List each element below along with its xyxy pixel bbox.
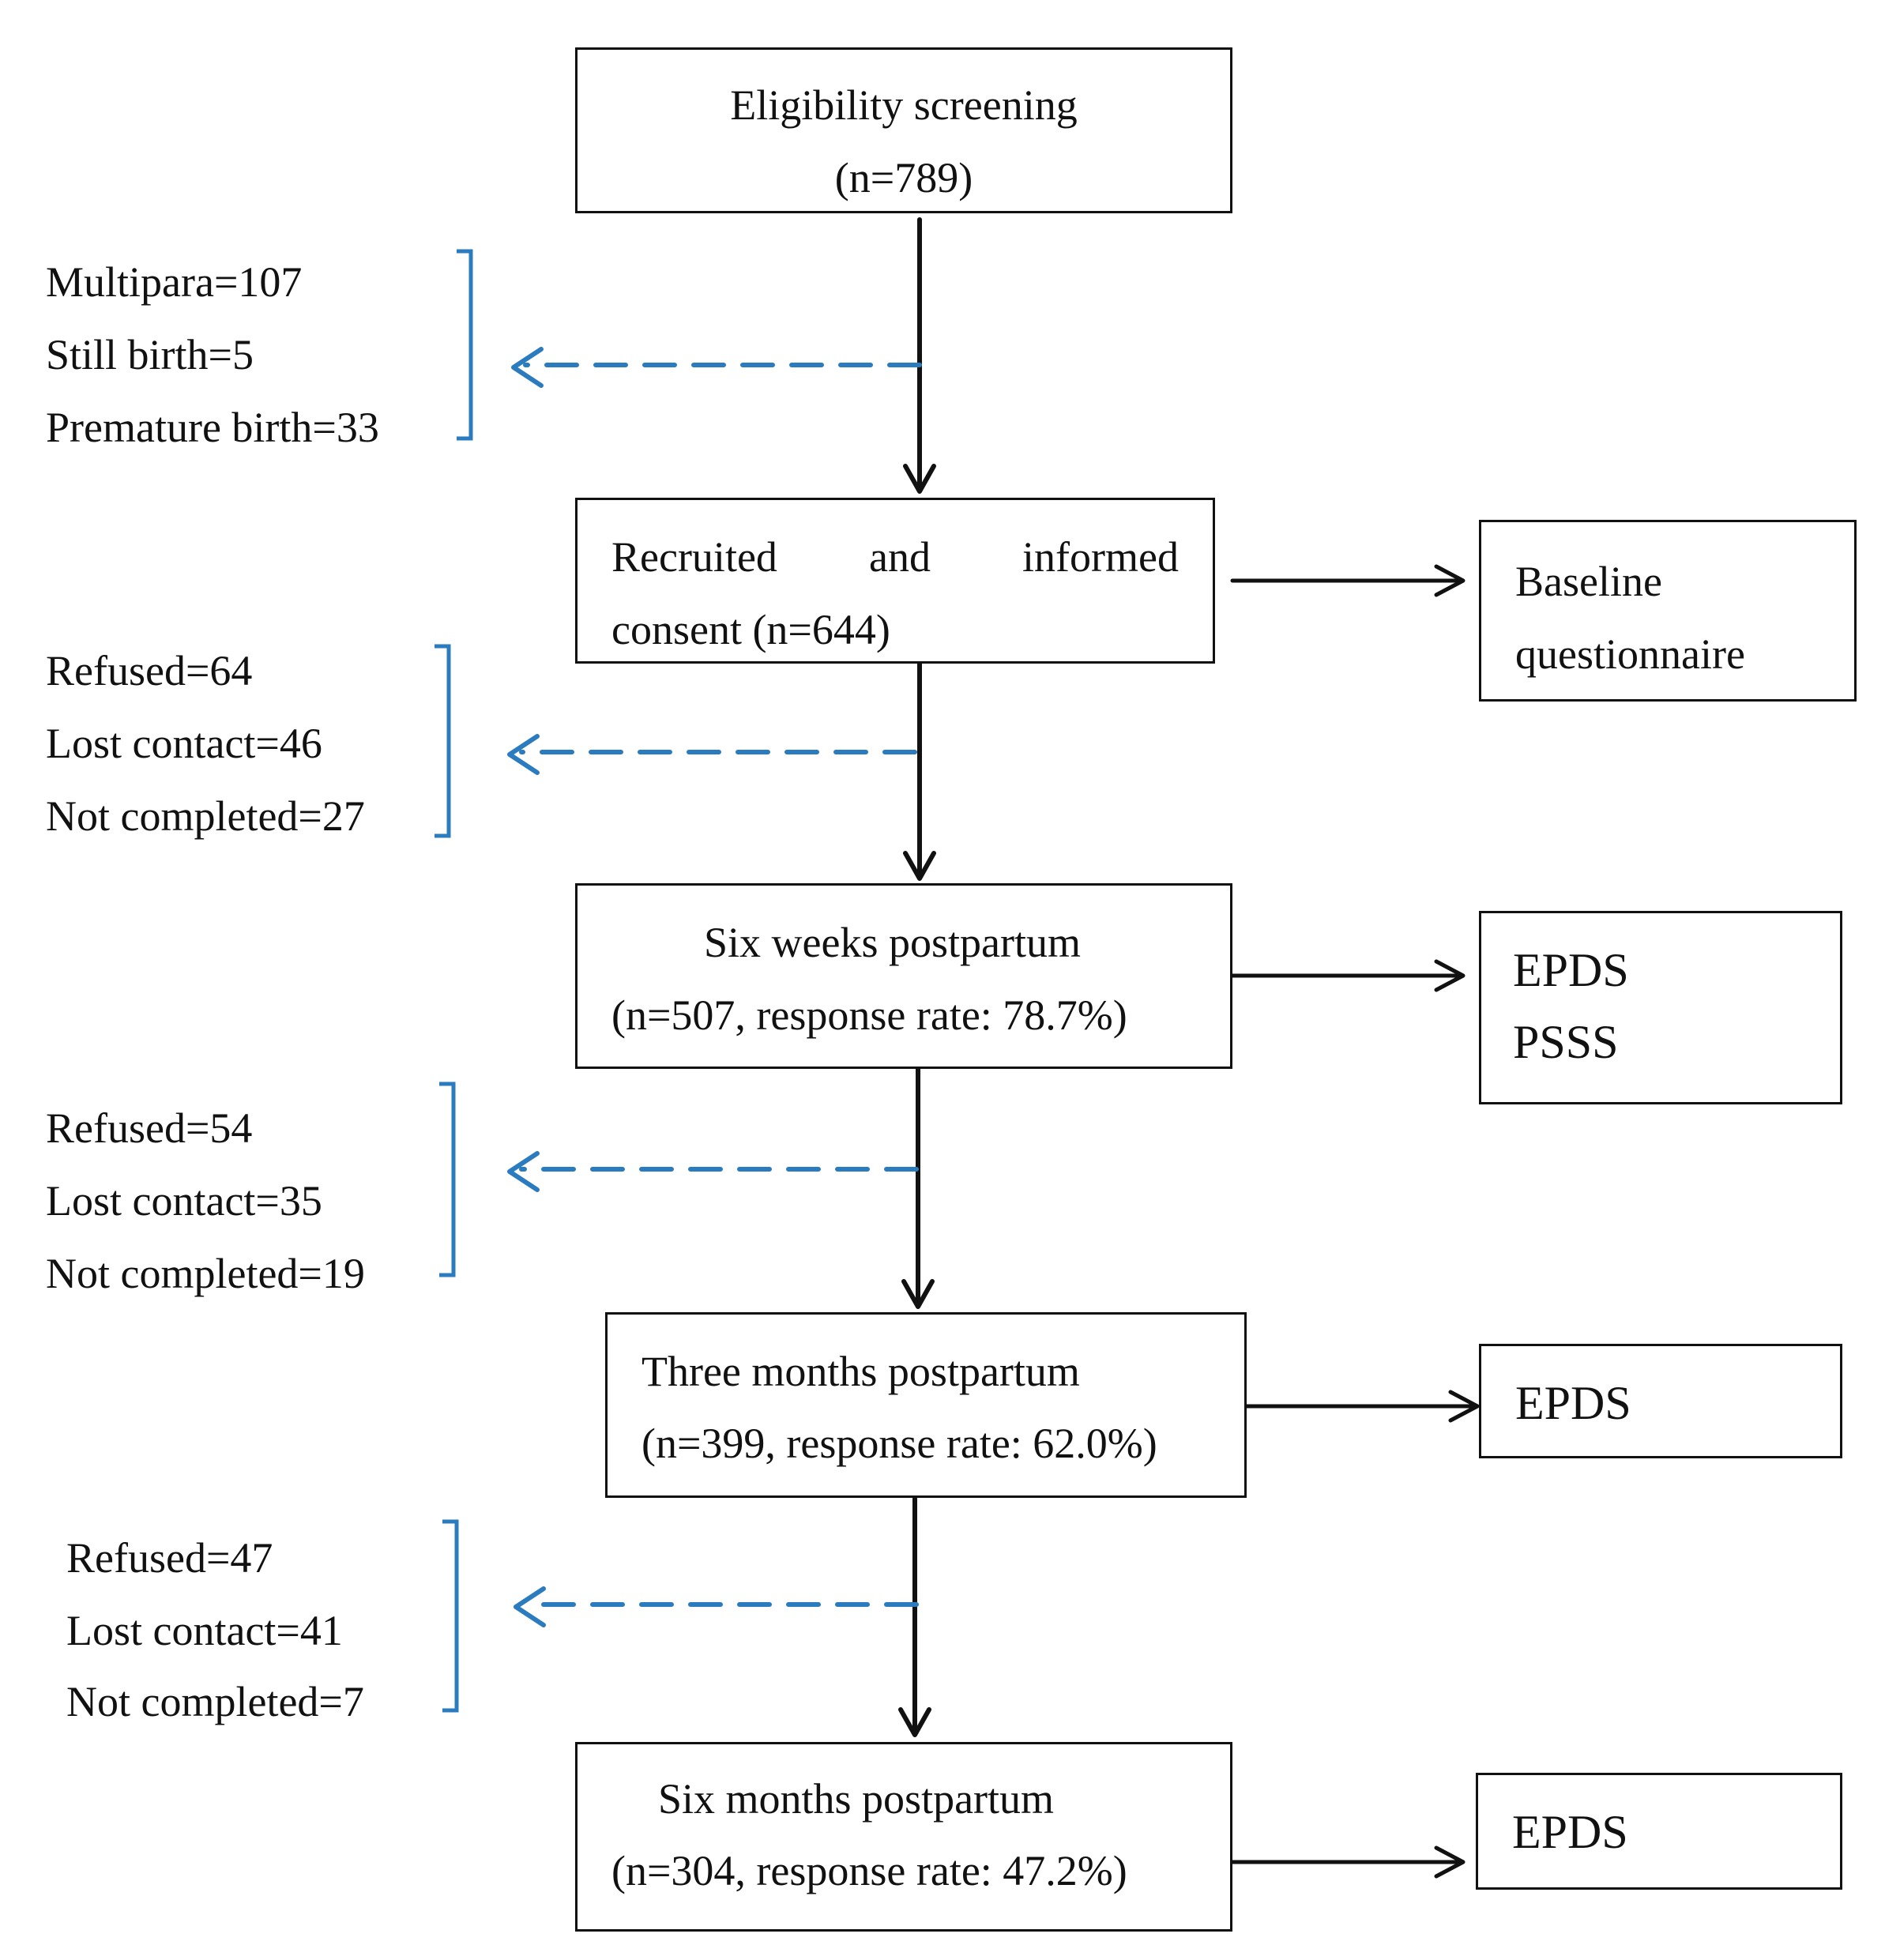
exclusion-1-item-1: Multipara=107 bbox=[46, 258, 303, 306]
recruited-line1: Recruited and informed bbox=[611, 536, 1179, 578]
six-weeks-outcome-line1: EPDS bbox=[1513, 944, 1629, 996]
three-months-box: Three months postpartum (n=399, response… bbox=[605, 1312, 1247, 1498]
recruited-word-3: informed bbox=[1022, 533, 1179, 581]
exclusion-bracket-1 bbox=[457, 249, 473, 441]
exclusion-bracket-4 bbox=[442, 1519, 459, 1713]
six-months-outcome-box: EPDS bbox=[1476, 1773, 1842, 1890]
exclusion-3-item-1: Refused=54 bbox=[46, 1104, 253, 1152]
exclusion-bracket-3 bbox=[439, 1082, 456, 1277]
exclusion-4-item-2: Lost contact=41 bbox=[66, 1607, 343, 1654]
six-months-count: (n=304, response rate: 47.2%) bbox=[611, 1847, 1127, 1894]
three-months-count: (n=399, response rate: 62.0%) bbox=[642, 1420, 1157, 1467]
eligibility-screening-box: Eligibility screening (n=789) bbox=[575, 47, 1232, 213]
recruited-line2: consent (n=644) bbox=[611, 606, 890, 653]
exclusion-bracket-2 bbox=[435, 644, 451, 838]
six-months-label: Six months postpartum bbox=[658, 1775, 1055, 1823]
three-months-outcome-box: EPDS bbox=[1479, 1344, 1842, 1458]
six-weeks-outcome-box: EPDS PSSS bbox=[1479, 911, 1842, 1104]
three-months-label: Three months postpartum bbox=[642, 1348, 1080, 1395]
exclusion-3-item-3: Not completed=19 bbox=[46, 1250, 365, 1297]
six-months-box: Six months postpartum (n=304, response r… bbox=[575, 1742, 1232, 1932]
exclusion-1-item-2: Still birth=5 bbox=[46, 331, 254, 378]
eligibility-screening-count: (n=789) bbox=[834, 154, 973, 201]
six-months-outcome-line1: EPDS bbox=[1512, 1806, 1628, 1858]
recruited-box: Recruited and informed consent (n=644) bbox=[575, 498, 1215, 664]
six-weeks-label: Six weeks postpartum bbox=[704, 919, 1081, 966]
exclusion-4-item-3: Not completed=7 bbox=[66, 1678, 364, 1725]
baseline-line2: questionnaire bbox=[1515, 630, 1745, 678]
recruited-word-2: and bbox=[869, 533, 931, 581]
baseline-line1: Baseline bbox=[1515, 558, 1662, 605]
three-months-outcome-line1: EPDS bbox=[1515, 1377, 1631, 1429]
exclusion-2-item-3: Not completed=27 bbox=[46, 792, 365, 840]
baseline-questionnaire-box: Baseline questionnaire bbox=[1479, 520, 1857, 702]
exclusion-3-item-2: Lost contact=35 bbox=[46, 1177, 322, 1225]
exclusion-4-item-1: Refused=47 bbox=[66, 1534, 273, 1582]
six-weeks-outcome-line2: PSSS bbox=[1513, 1016, 1619, 1068]
exclusion-1-item-3: Premature birth=33 bbox=[46, 404, 379, 451]
recruited-word-1: Recruited bbox=[611, 533, 777, 581]
six-weeks-count: (n=507, response rate: 78.7%) bbox=[611, 991, 1127, 1039]
six-weeks-box: Six weeks postpartum (n=507, response ra… bbox=[575, 883, 1232, 1069]
eligibility-screening-label: Eligibility screening bbox=[730, 81, 1078, 129]
exclusion-2-item-1: Refused=64 bbox=[46, 647, 253, 694]
exclusion-2-item-2: Lost contact=46 bbox=[46, 720, 322, 767]
